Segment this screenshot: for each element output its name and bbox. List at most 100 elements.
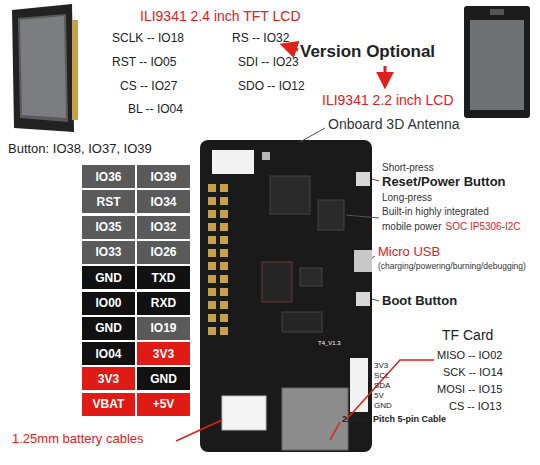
header-pin xyxy=(220,210,228,218)
pin-name: IO00 xyxy=(95,296,121,310)
boot-button xyxy=(356,292,370,306)
pin-mapping: RST -- IO05 xyxy=(112,56,176,70)
header-pin xyxy=(208,288,216,296)
header-pin xyxy=(220,197,228,205)
red-arrow xyxy=(283,45,298,50)
chip-name: SOC IP5306-I2C xyxy=(445,221,520,233)
red-leader-lines xyxy=(176,360,434,441)
usb-port xyxy=(354,250,372,272)
pin-mapping: CS -- IO13 xyxy=(449,400,502,413)
pin-name: GND xyxy=(95,321,122,335)
pin-name: IO33 xyxy=(95,245,121,259)
connector-pin: SCL xyxy=(374,371,390,380)
part-name: 1.25mm battery cables xyxy=(12,432,144,447)
pin-cell: IO32 xyxy=(137,216,190,239)
cable-connector xyxy=(350,358,368,412)
header-pin xyxy=(208,275,216,283)
pin-header xyxy=(208,184,228,335)
pin-cell: 3V3 xyxy=(137,342,190,365)
note: (charging/powering/burning/debugging) xyxy=(378,262,526,272)
header-pin xyxy=(220,301,228,309)
header-pin xyxy=(220,288,228,296)
header-pin xyxy=(220,184,228,192)
pin-cell: IO19 xyxy=(137,317,190,340)
pin-name: IO04 xyxy=(95,347,121,361)
button-pins: Button: IO38, IO37, IO39 xyxy=(8,142,152,157)
header-pin xyxy=(220,275,228,283)
note: Short-press xyxy=(382,162,434,174)
part-name: Micro USB xyxy=(378,245,440,260)
reset-button xyxy=(356,172,370,186)
pin-cell: RST xyxy=(82,190,135,213)
pin-name: RST xyxy=(97,195,121,209)
connector-pin: 3V3 xyxy=(374,361,388,370)
header-pin xyxy=(208,301,216,309)
pin-name: IO26 xyxy=(150,245,176,259)
header-pin xyxy=(220,223,228,231)
header-pin xyxy=(208,236,216,244)
connector-pin: 5V xyxy=(374,391,384,400)
pin-mapping: RS -- IO32 xyxy=(232,32,289,46)
header-pin xyxy=(220,249,228,257)
part-name: Boot Button xyxy=(382,294,457,309)
header-pin xyxy=(220,236,228,244)
pin-name: +5V xyxy=(153,397,175,411)
header-pin xyxy=(208,184,216,192)
pin-cell: +5V xyxy=(137,393,190,416)
note: mobile power xyxy=(382,221,441,233)
pin-mapping: SCLK -- IO18 xyxy=(112,32,184,46)
pin-name: IO36 xyxy=(95,170,121,184)
tf-card-slot xyxy=(282,388,348,450)
leader-lines xyxy=(300,128,379,301)
pin-cell: GND xyxy=(82,317,135,340)
board-illustration xyxy=(200,140,372,452)
pin-name: IO32 xyxy=(150,220,176,234)
red-arrow xyxy=(384,66,387,86)
pin-mapping: BL -- IO04 xyxy=(128,103,183,117)
pin-mapping: SCK -- IO14 xyxy=(443,366,503,379)
pin-name: IO35 xyxy=(95,220,121,234)
pin-cell: GND xyxy=(82,266,135,289)
pin-mapping: MISO -- IO02 xyxy=(437,349,502,362)
pin-name: IO19 xyxy=(150,321,176,335)
pin-mapping: SDI -- IO23 xyxy=(238,56,299,70)
lcd-title: ILI9341 2.2 inch LCD xyxy=(322,92,454,108)
note: Built-in highly integrated xyxy=(382,206,489,218)
lcd-title: ILI9341 2.4 inch TFT LCD xyxy=(140,8,301,24)
pin-cell: IO39 xyxy=(137,165,190,188)
pin-cell: 3V3 xyxy=(82,367,135,390)
header-pin xyxy=(208,210,216,218)
pin-cell: GND xyxy=(137,367,190,390)
pin-cell: IO04 xyxy=(82,342,135,365)
header-pin xyxy=(208,249,216,257)
header-pin xyxy=(208,223,216,231)
header-pin xyxy=(208,197,216,205)
pin-name: IO34 xyxy=(150,195,176,209)
header-pin xyxy=(208,327,216,335)
pin-name: RXD xyxy=(151,296,176,310)
connector-pin: GND xyxy=(374,401,392,410)
cable-note: 2.0mm Pitch 5-pin Cable xyxy=(342,414,446,424)
header-pin xyxy=(208,262,216,270)
header-pin xyxy=(220,314,228,322)
pin-cell: RXD xyxy=(137,292,190,315)
pin-cell: IO00 xyxy=(82,292,135,315)
pin-cell: IO35 xyxy=(82,216,135,239)
pin-name: 3V3 xyxy=(153,347,174,361)
lcd-22-illustration xyxy=(464,6,530,118)
battery-connector xyxy=(222,396,266,430)
pin-name: 3V3 xyxy=(98,372,119,386)
pin-name: VBAT xyxy=(93,397,125,411)
pin-mapping: SDO -- IO12 xyxy=(238,80,305,94)
part-name: Reset/Power Button xyxy=(382,175,506,190)
pin-cell: IO33 xyxy=(82,241,135,264)
pin-name: GND xyxy=(95,271,122,285)
lcd-24-illustration xyxy=(12,4,78,132)
pin-mapping: MOSI -- IO15 xyxy=(437,383,502,396)
pin-name: IO39 xyxy=(150,170,176,184)
header-pin xyxy=(220,262,228,270)
pin-cell: VBAT xyxy=(82,393,135,416)
header-pin xyxy=(208,314,216,322)
